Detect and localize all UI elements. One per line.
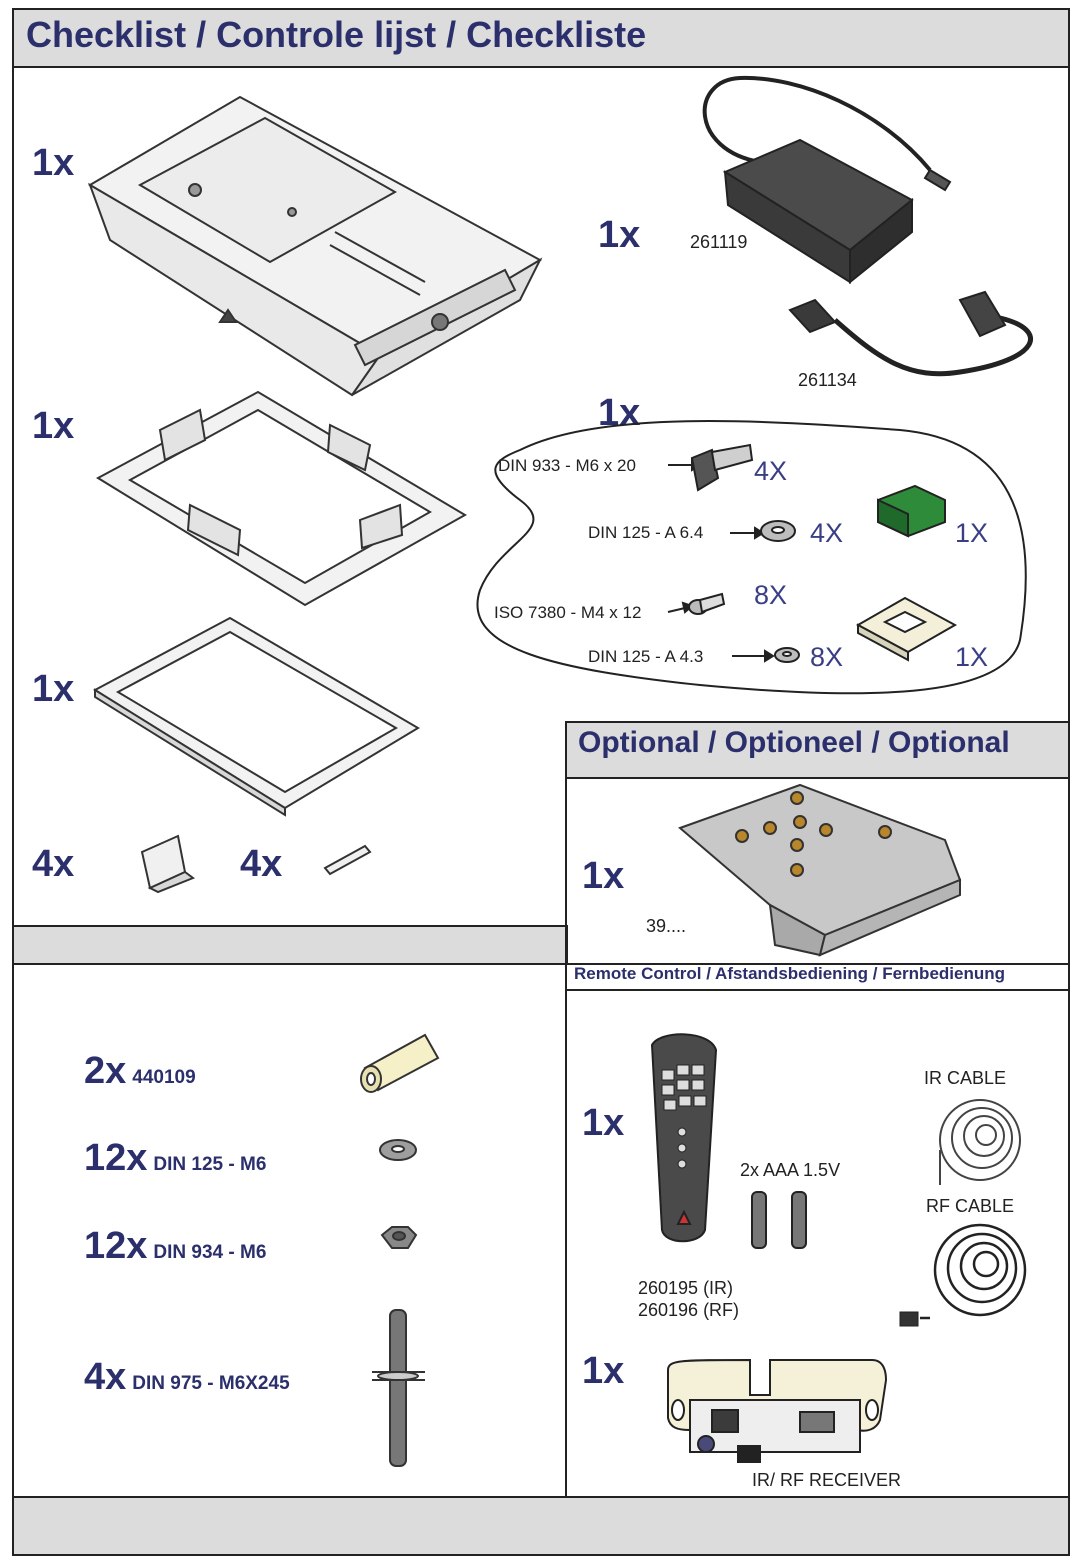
bolt-label: DIN 933 - M6 x 20 <box>498 456 636 475</box>
extra-text-washer: DIN 125 - M6 <box>153 1154 267 1175</box>
extra-qty-spacer: 2x <box>84 1050 127 1092</box>
qty-base-plate: 1x <box>32 142 75 184</box>
divider-line <box>12 963 1070 965</box>
extra-text-nut: DIN 934 - M6 <box>153 1242 267 1263</box>
optional-code: 39.... <box>646 916 687 936</box>
receiver-label: IR/ RF RECEIVER <box>752 1470 902 1490</box>
adapter-code: 261119 <box>690 232 748 252</box>
extra-qty-washer: 12x <box>84 1137 148 1179</box>
power-cable-code: 261134 <box>798 370 857 390</box>
cable-mount-count: 1X <box>955 642 989 672</box>
qty-receiver: 1x <box>582 1350 625 1392</box>
battery-label: 2x AAA 1.5V <box>740 1160 841 1180</box>
remote-box <box>565 963 1070 1498</box>
extra-qty-rod: 4x <box>84 1356 127 1398</box>
connector-count: 1X <box>955 518 989 548</box>
remote-header-line <box>565 989 1070 991</box>
qty-pin: 4x <box>240 843 283 885</box>
qty-optional-plate: 1x <box>582 855 625 897</box>
washer-a43-count: 8X <box>810 642 844 672</box>
remote-code-ir: 260195 (IR) <box>638 1278 734 1298</box>
page-title: Checklist / Controle lijst / Checkliste <box>26 14 647 55</box>
extra-qty-nut: 12x <box>84 1225 148 1267</box>
qty-frame: 1x <box>32 405 75 447</box>
remote-title: Remote Control / Afstandsbediening / Fer… <box>574 964 1005 983</box>
washer-a64-count: 4X <box>810 518 844 548</box>
optional-title: Optional / Optioneel / Optional <box>578 726 1010 759</box>
washer-a64-label: DIN 125 - A 6.4 <box>588 523 704 542</box>
rf-cable-label: RF CABLE <box>926 1196 1015 1216</box>
footer-bar <box>12 1496 1070 1556</box>
qty-bezel: 1x <box>32 668 75 710</box>
qty-bracket: 4x <box>32 843 75 885</box>
ir-cable-label: IR CABLE <box>924 1068 1007 1088</box>
washer-a43-label: DIN 125 - A 4.3 <box>588 647 704 666</box>
screw-count: 8X <box>754 580 788 610</box>
extra-text-rod: DIN 975 - M6X245 <box>132 1373 290 1394</box>
optional-header <box>565 721 1070 779</box>
qty-adapter: 1x <box>598 214 641 256</box>
bolt-count: 4X <box>754 456 788 486</box>
screw-label: ISO 7380 - M4 x 12 <box>494 603 642 622</box>
qty-remote: 1x <box>582 1102 625 1144</box>
remote-code-rf: 260196 (RF) <box>638 1300 740 1320</box>
extra-text-spacer: 440109 <box>132 1067 196 1088</box>
